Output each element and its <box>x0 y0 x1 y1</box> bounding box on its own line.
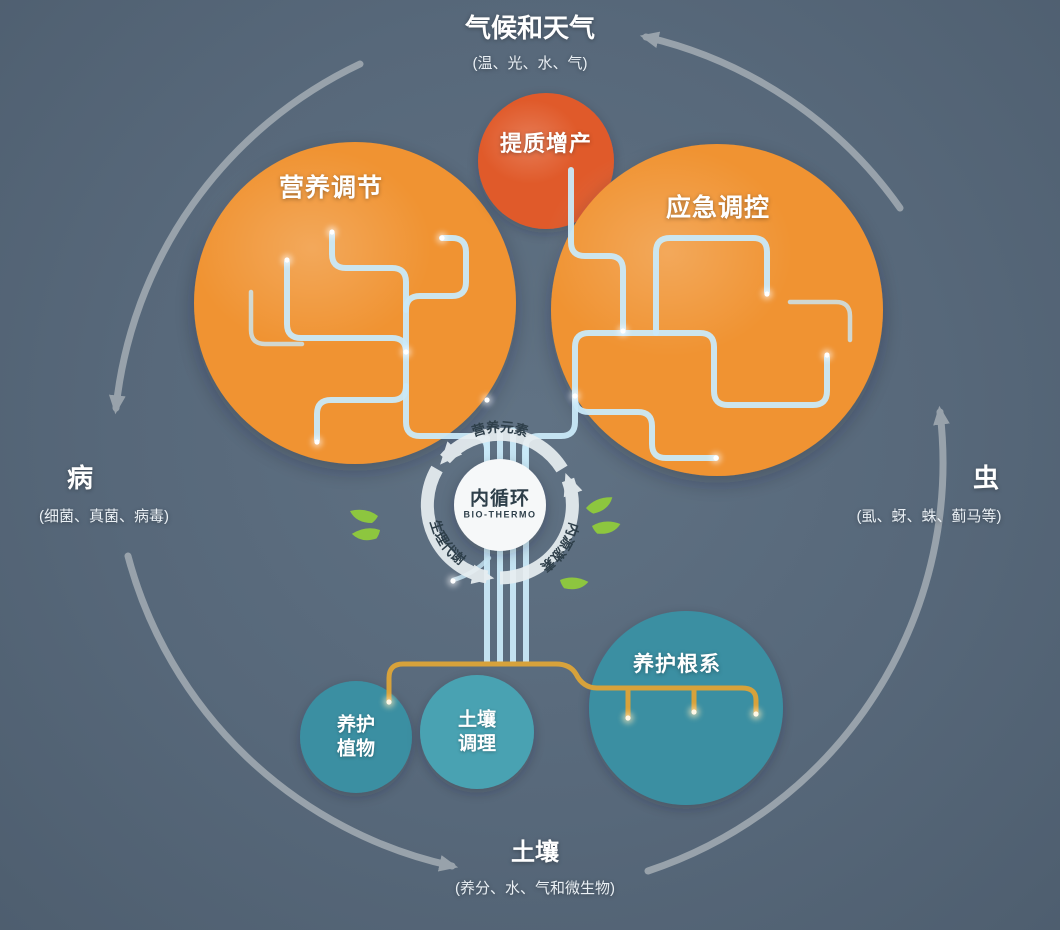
soil-title: 土壤 <box>511 839 559 866</box>
root-care-circle <box>589 611 783 805</box>
hub-title: 内循环 <box>469 488 530 510</box>
left-branch <box>403 235 469 313</box>
leaf-icon <box>351 528 380 541</box>
arc-left-to-bottom <box>124 552 459 872</box>
right-branch <box>522 330 830 471</box>
plant-care-label: 养护植物 <box>336 714 376 759</box>
disease-subtitle: (细菌、真菌、病毒) <box>39 508 169 525</box>
leaf-icon <box>592 521 621 534</box>
arc-right-to-top <box>639 31 904 212</box>
junction-glows <box>281 226 833 724</box>
bubbles <box>192 93 883 805</box>
glow-cores <box>284 229 830 721</box>
leaf-icon <box>586 497 613 514</box>
quality-connector <box>568 167 626 336</box>
root-care-label: 养护根系 <box>633 653 721 676</box>
quality-label: 提质增产 <box>499 131 593 156</box>
hub-circle <box>454 459 546 551</box>
ring-arc-right <box>499 473 583 585</box>
leaf-icon <box>350 509 378 523</box>
ring-arc-left <box>420 465 495 584</box>
ring-arc-top <box>440 427 568 473</box>
right-branch-decor <box>787 299 853 343</box>
cycle-label-right-text: 内源激素 <box>538 521 583 576</box>
arc-bottom-to-right <box>644 405 950 875</box>
arc-top-to-left <box>108 60 364 415</box>
root-bar-left <box>386 661 559 705</box>
emergency-sheen <box>543 147 793 357</box>
soil-conditioning-label: 土壤调理 <box>457 709 497 754</box>
soil-subtitle: (养分、水、气和微生物) <box>455 880 615 897</box>
right-branch <box>572 395 719 461</box>
quality-sheen <box>480 100 580 184</box>
nutrition-label: 营养调节 <box>278 174 384 202</box>
climate-subtitle: (温、光、水、气) <box>472 55 588 72</box>
emergency-label: 应急调控 <box>665 194 771 222</box>
climate-title: 气候和天气 <box>464 13 596 43</box>
outer-cycle-arrows <box>108 31 950 875</box>
inner-cycle-ring <box>420 427 583 585</box>
soil-conditioning-circle <box>420 675 534 789</box>
cycle-label-right: 内源激素 <box>538 521 583 576</box>
left-branch <box>314 383 409 443</box>
left-branch <box>284 259 409 355</box>
leaf-icon <box>560 577 589 590</box>
insect-subtitle: (虱、蚜、蛛、蓟马等) <box>856 508 1002 525</box>
leaves <box>350 497 621 590</box>
hub-label: 内循环 BIO-THERMO <box>463 488 537 521</box>
insect-title: 虫 <box>972 463 1000 493</box>
left-branch-decor <box>248 289 305 347</box>
hub-subtitle: BIO-THERMO <box>463 509 537 520</box>
plant-care-circle <box>300 681 412 793</box>
right-branch <box>653 235 770 336</box>
root-bar-right <box>553 661 759 717</box>
disease-title: 病 <box>66 463 94 493</box>
